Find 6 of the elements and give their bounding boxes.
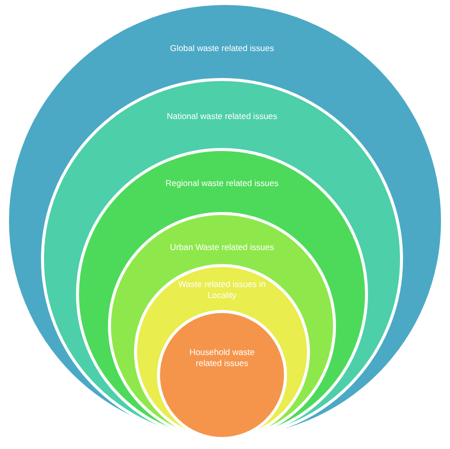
circle-label: Urban Waste related issues [168,242,276,253]
circle-label: Household waste related issues [188,347,256,369]
circle-label: Regional waste related issues [164,178,280,189]
circle-label: Waste related issues in Locality [177,279,267,301]
circle-label: National waste related issues [166,111,278,122]
circle-label: Global waste related issues [169,43,275,54]
